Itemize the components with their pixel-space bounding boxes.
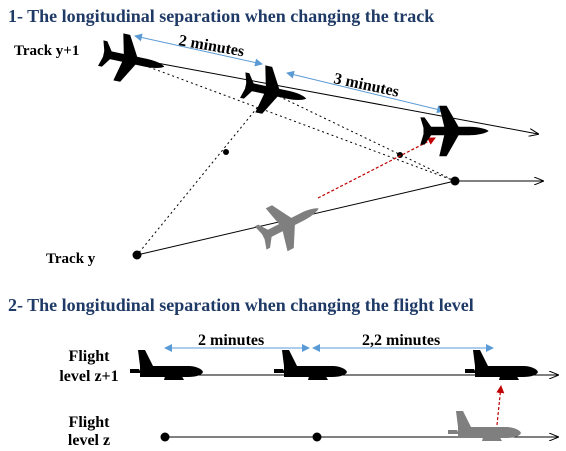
lower-level-label: Flight — [69, 414, 111, 431]
airplane-icon — [130, 350, 203, 380]
level-change-path — [496, 385, 505, 426]
separation-label-1: 2 minutes — [177, 32, 245, 60]
reporting-point-dot — [160, 432, 170, 442]
dotted-projection-lines — [129, 59, 456, 256]
track-change-path — [317, 137, 436, 199]
separation-label-2: 3 minutes — [332, 70, 400, 100]
section1-title: 1- The longitudinal separation when chan… — [8, 6, 434, 26]
crossing-point-dot — [397, 152, 403, 158]
level-separation-label-1: 2 minutes — [198, 332, 264, 349]
separation-arrow-1 — [134, 33, 263, 67]
reporting-point-dot — [312, 432, 322, 442]
reporting-point-dot — [450, 176, 460, 186]
track-upper-label: Track y+1 — [14, 43, 79, 59]
airplane-icon — [249, 187, 330, 260]
airplane-icon — [95, 29, 170, 91]
level-separation-label-2: 2,2 minutes — [362, 332, 440, 349]
reporting-point-dot — [132, 250, 142, 260]
lower-level-label: level z — [68, 432, 110, 449]
airplane-icon — [420, 105, 489, 157]
track-lower-label: Track y — [46, 251, 96, 267]
airplane-icon — [274, 350, 347, 380]
crossing-point-dot — [223, 149, 229, 155]
airplane-icon — [448, 411, 521, 441]
airplane-icon — [237, 61, 312, 123]
section2-title: 2- The longitudinal separation when chan… — [8, 295, 474, 315]
separation-arrow-2 — [286, 70, 445, 114]
upper-level-label: level z+1 — [59, 368, 118, 385]
airplane-icon — [465, 350, 538, 380]
upper-level-label: Flight — [69, 348, 111, 365]
